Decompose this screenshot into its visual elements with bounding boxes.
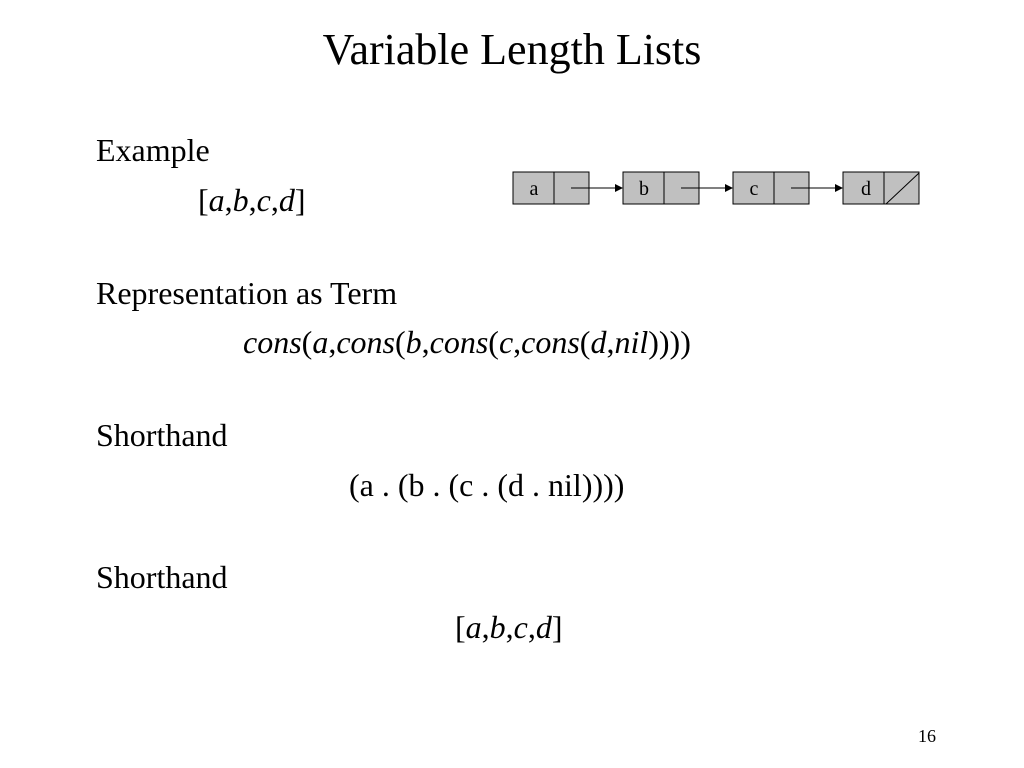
term-paren: ( (394, 324, 406, 360)
shorthand-dotted-pairs: (a . (b . (c . (d . nil)))) (349, 467, 625, 503)
example-list: [a,b,c,d] (198, 182, 306, 218)
list-item: d (535, 609, 552, 645)
term-comma: , (421, 324, 430, 360)
list-item: b (232, 182, 249, 218)
list-item: d (278, 182, 295, 218)
node-label: d (861, 178, 871, 200)
term-paren: ( (301, 324, 313, 360)
bracket-open: [ (198, 182, 209, 218)
page-number: 16 (918, 726, 936, 746)
node-label: a (530, 178, 539, 200)
term-close: )))) (648, 324, 691, 360)
shorthand-list: [a,b,c,d] (455, 609, 563, 645)
term-functor: cons (521, 324, 580, 360)
list-node: d (842, 171, 920, 205)
term-functor: cons (429, 324, 489, 360)
list-item: b (489, 609, 506, 645)
representation-heading: Representation as Term (96, 275, 398, 311)
list-node: c (732, 171, 810, 205)
term-arg: c (498, 324, 514, 360)
term-comma: , (606, 324, 615, 360)
term-paren: ( (488, 324, 499, 360)
nil-slash-icon (885, 172, 920, 205)
linked-list-diagram: a b c d (512, 171, 920, 205)
separator: , (527, 609, 536, 645)
separator: , (270, 182, 279, 218)
separator: , (224, 182, 233, 218)
list-item: a (465, 609, 482, 645)
bracket-close: ] (551, 609, 563, 645)
example-label: Example (96, 132, 210, 168)
term-arg: a (312, 324, 329, 360)
term-functor: cons (336, 324, 395, 360)
separator: , (505, 609, 514, 645)
term-comma: , (328, 324, 337, 360)
shorthand-heading: Shorthand (96, 559, 228, 595)
shorthand-heading: Shorthand (96, 417, 228, 453)
bracket-open: [ (455, 609, 466, 645)
separator: , (248, 182, 257, 218)
list-item: c (513, 609, 528, 645)
representation-term: cons(a,cons(b,cons(c,cons(d,nil)))) (243, 324, 691, 360)
node-label: b (639, 178, 649, 200)
separator: , (481, 609, 490, 645)
term-arg: b (405, 324, 422, 360)
bracket-close: ] (294, 182, 306, 218)
list-item: c (256, 182, 271, 218)
term-comma: , (513, 324, 522, 360)
term-nil: nil (614, 324, 649, 360)
term-paren: ( (579, 324, 591, 360)
example-heading: Example (96, 132, 210, 168)
term-arg: d (590, 324, 607, 360)
list-item: a (208, 182, 225, 218)
term-functor: cons (243, 324, 302, 360)
slide-title: Variable Length Lists (322, 25, 702, 74)
node-label: c (750, 178, 759, 200)
